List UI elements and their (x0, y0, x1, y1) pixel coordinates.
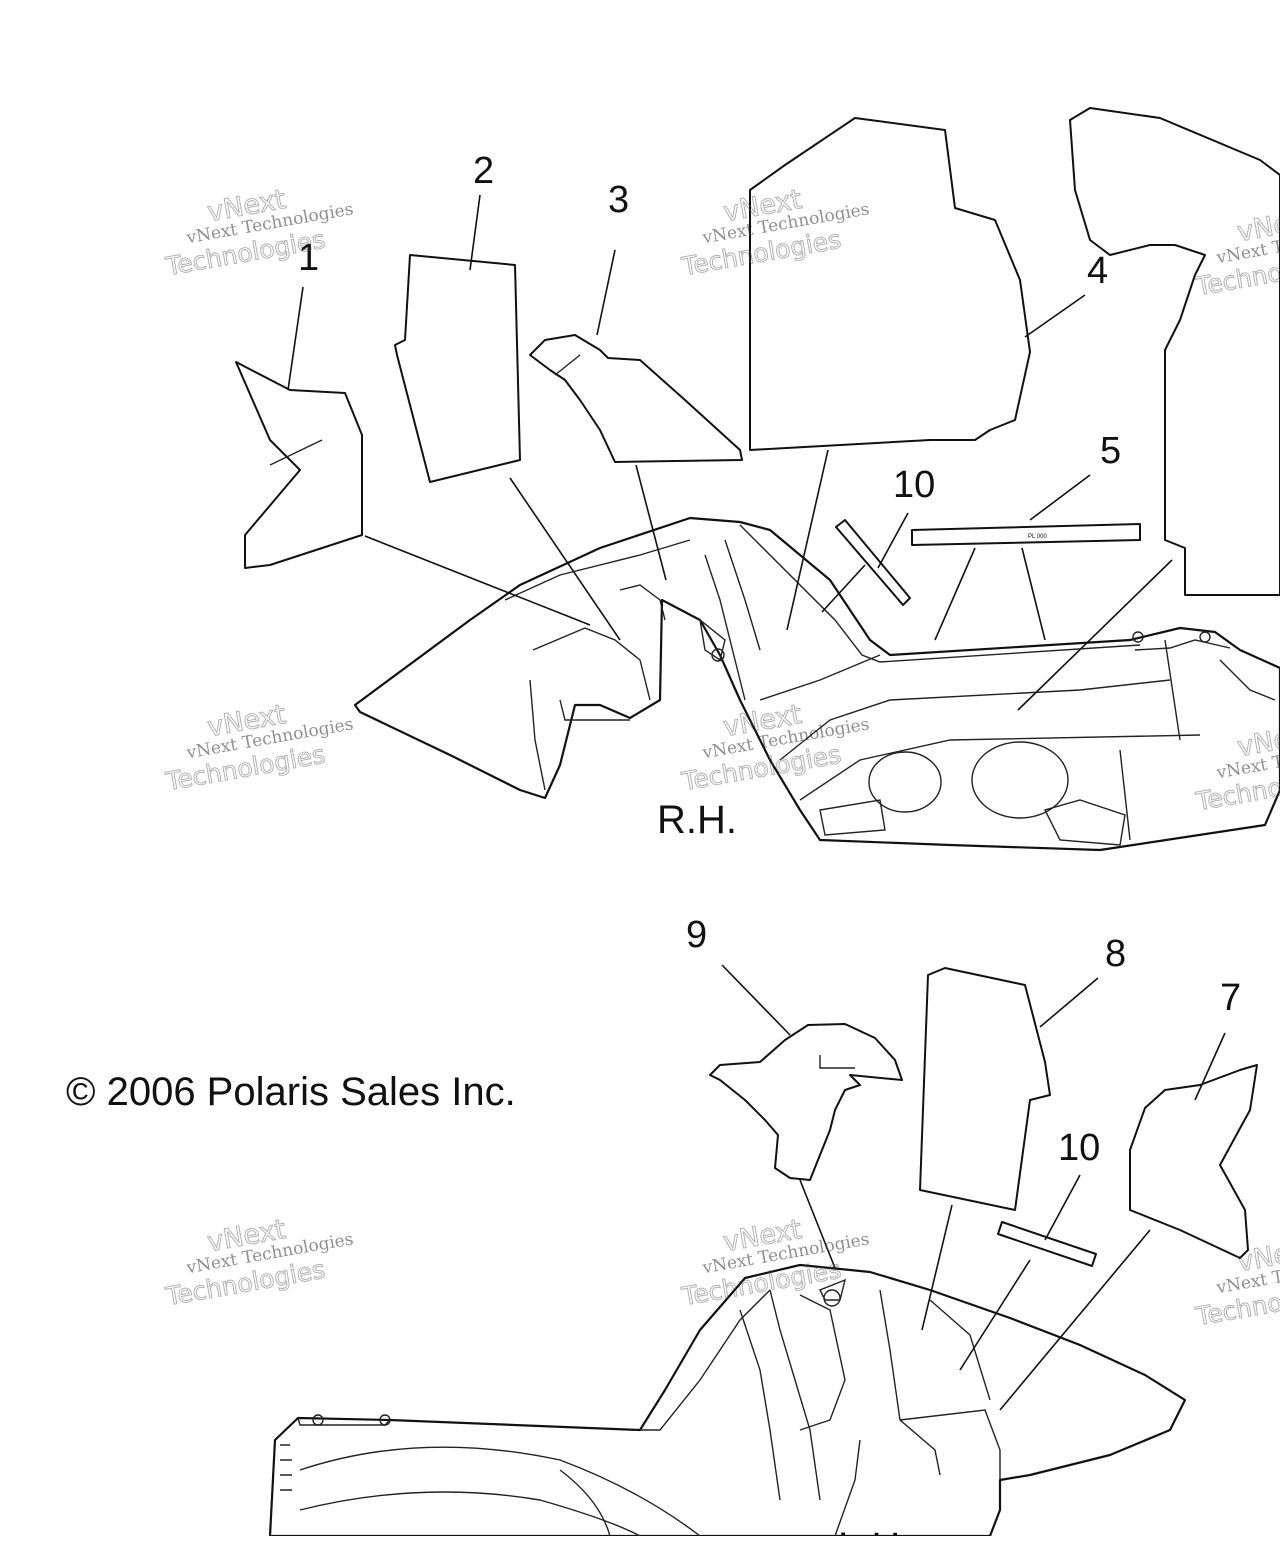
rh-leaders (287, 194, 1173, 711)
lh-view: 9 8 7 10 L.H. (268, 914, 1258, 1541)
lh-fender-body (268, 1263, 1187, 1538)
rh-label: R.H. (657, 798, 737, 842)
part-2-panel (394, 254, 521, 483)
part-10-strip-bottom (997, 1221, 1097, 1267)
part-1-panel (235, 361, 363, 569)
part-10-strip-top (835, 519, 911, 606)
lh-label: L.H. (838, 1525, 911, 1536)
callout-4: 4 (1087, 250, 1108, 292)
callout-3: 3 (608, 179, 629, 221)
callout-10-top: 10 (893, 464, 935, 506)
part-5-strip (911, 523, 1141, 546)
callout-9: 9 (686, 914, 707, 956)
right-cutoff-panel (1069, 107, 1280, 596)
watermark: vNext vNext Technologies Technologies (163, 1213, 355, 1311)
part-8-panel (919, 967, 1051, 1211)
rh-view: PL 000 1 2 3 4 5 10 R.H. (235, 107, 1280, 852)
callout-1: 1 (298, 237, 319, 279)
lh-leaders (721, 964, 1226, 1411)
part-4-panel (749, 117, 1031, 451)
callout-8: 8 (1105, 933, 1126, 975)
part-7-panel (1129, 1064, 1258, 1259)
watermark: vNext vNext Technologies Technologies (163, 183, 355, 281)
callout-10-bottom: 10 (1058, 1127, 1100, 1169)
watermark: vNext vNext Technologies Technologies (163, 698, 355, 796)
copyright-text: © 2006 Polaris Sales Inc. (66, 1070, 516, 1114)
callout-5: 5 (1100, 430, 1121, 472)
part-9-panel (709, 1023, 903, 1181)
part-5-tiny-text: PL 000 (1028, 534, 1047, 540)
callout-7: 7 (1220, 977, 1241, 1019)
callout-2: 2 (473, 150, 494, 192)
part-3-panel (529, 334, 743, 463)
rh-fender-body (353, 516, 1280, 852)
